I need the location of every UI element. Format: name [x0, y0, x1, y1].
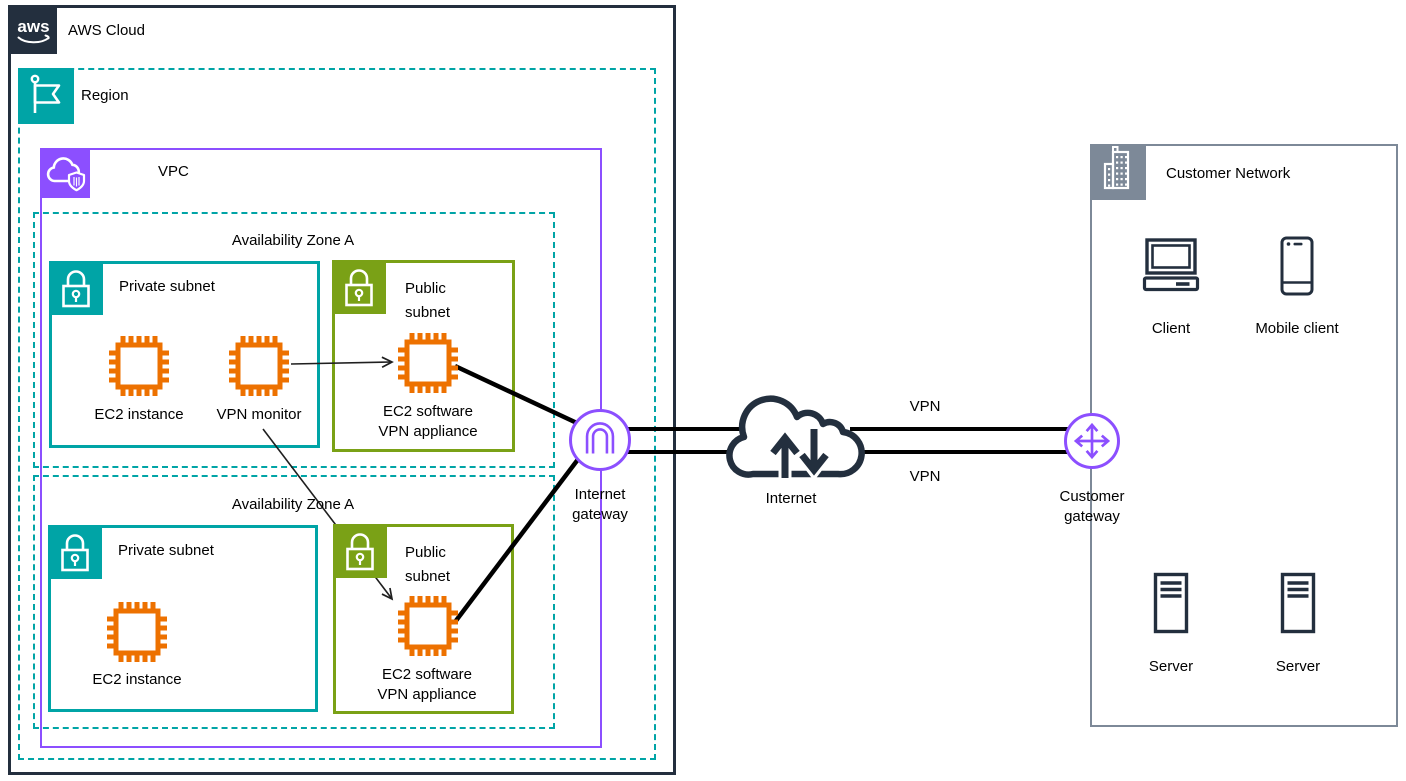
- private-subnet-top: [49, 261, 320, 448]
- region-label: Region: [81, 87, 129, 104]
- vpn-appliance-icon: [397, 332, 459, 394]
- vpn-appliance-top-caption: EC2 software VPN appliance: [378, 403, 478, 440]
- internet-cloud-icon: [726, 395, 865, 481]
- mobile-client-caption: Mobile client: [1255, 320, 1339, 337]
- internet-gateway-icon: [569, 409, 631, 471]
- server-right-caption: Server: [1275, 658, 1321, 675]
- ec2-instance-icon: [106, 601, 168, 663]
- vpn-bottom-label: VPN: [909, 468, 941, 485]
- ec2-instance-top-caption: EC2 instance: [94, 406, 184, 423]
- region-flag-icon: [18, 68, 74, 124]
- vpn-monitor-caption: VPN monitor: [216, 406, 302, 423]
- vpc-icon: [40, 148, 90, 198]
- mobile-client-icon: [1280, 236, 1314, 296]
- public-subnet-bottom-label: Public subnet: [405, 544, 451, 585]
- vpn-monitor-icon: [228, 335, 290, 397]
- client-caption: Client: [1151, 320, 1191, 337]
- az-bottom-label: Availability Zone A: [231, 496, 355, 513]
- private-subnet-top-label: Private subnet: [119, 278, 215, 295]
- building-icon: [1090, 144, 1146, 200]
- az-top-label: Availability Zone A: [231, 232, 355, 249]
- server-icon: [1280, 572, 1316, 634]
- server-left-caption: Server: [1148, 658, 1194, 675]
- lock-icon: [49, 261, 103, 315]
- lock-icon: [333, 524, 387, 578]
- aws-cloud-label: AWS Cloud: [68, 22, 145, 39]
- aws-logo-text: aws: [17, 17, 49, 36]
- vpn-appliance-bottom-caption: EC2 software VPN appliance: [377, 666, 477, 703]
- lock-icon: [48, 525, 102, 579]
- vpn-appliance-icon: [397, 595, 459, 657]
- server-icon: [1153, 572, 1189, 634]
- customer-network-label: Customer Network: [1166, 165, 1291, 182]
- internet-caption: Internet: [765, 490, 817, 507]
- ec2-instance-bottom-caption: EC2 instance: [92, 671, 182, 688]
- aws-logo-icon: aws: [10, 7, 57, 54]
- vpc-label: VPC: [158, 163, 189, 180]
- public-subnet-top: [332, 260, 515, 452]
- customer-gateway-icon: [1064, 413, 1120, 469]
- customer-network-container: [1090, 144, 1398, 727]
- region-container: [18, 68, 656, 760]
- private-subnet-bottom-label: Private subnet: [118, 542, 214, 559]
- client-icon: [1140, 237, 1202, 294]
- customer-gateway-caption: Customer gateway: [1059, 488, 1125, 525]
- private-subnet-bottom: [48, 525, 318, 712]
- lock-icon: [332, 260, 386, 314]
- vpn-top-label: VPN: [909, 398, 941, 415]
- public-subnet-top-label: Public subnet: [405, 280, 451, 321]
- ec2-instance-icon: [108, 335, 170, 397]
- aws-cloud-container: [8, 5, 676, 775]
- internet-gateway-caption: Internet gateway: [572, 486, 628, 523]
